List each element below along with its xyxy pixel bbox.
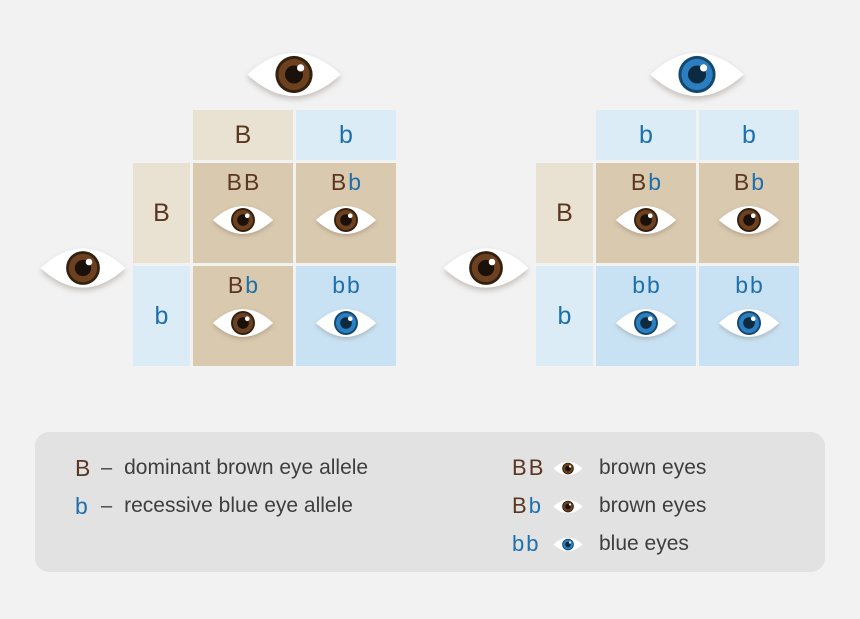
blue-eye-icon — [615, 306, 677, 340]
allele-letter: b — [751, 169, 765, 195]
legend-genotype-item: Bb brown eyes — [511, 492, 706, 520]
legend-allele-item: b – recessive blue eye allele — [75, 492, 368, 520]
allele-letter: b — [742, 120, 756, 149]
legend-allele-item: B – dominant brown eye allele — [75, 454, 368, 482]
brown-eye-icon — [442, 244, 530, 292]
punnett-square-right: b b B Bb Bb b bb bb — [536, 110, 799, 366]
punnett-cell: Bb — [699, 163, 799, 263]
allele-letter: B — [512, 493, 527, 518]
row-header: b — [536, 266, 593, 366]
legend-allele-list: B – dominant brown eye allele b – recess… — [75, 454, 368, 520]
genotype-label: bb — [331, 272, 361, 298]
col-header: b — [296, 110, 396, 160]
blue-eye-icon — [649, 48, 745, 101]
col-header: b — [596, 110, 696, 160]
row-header: B — [536, 163, 593, 263]
allele-letter: b — [632, 272, 645, 298]
allele-letter: B — [630, 169, 647, 195]
genotype-label: bb — [734, 272, 764, 298]
allele-letter: b — [648, 169, 662, 195]
legend-allele-description: dominant brown eye allele — [124, 456, 369, 479]
allele-letter: B — [556, 198, 573, 227]
allele-letter: b — [557, 301, 572, 330]
allele-letter: B — [153, 198, 170, 227]
legend-phenotype: brown eyes — [599, 494, 707, 517]
punnett-cell: Bb — [193, 266, 293, 366]
allele-letter: b — [348, 169, 362, 195]
dash: – — [101, 494, 113, 517]
genotype-label: bb — [631, 272, 661, 298]
punnett-cell: Bb — [596, 163, 696, 263]
allele-letter: B — [234, 120, 252, 149]
row-header: B — [133, 163, 190, 263]
dash: – — [101, 456, 113, 479]
brown-eye-icon — [553, 460, 583, 477]
allele-letter: B — [528, 455, 544, 480]
allele-letter: b — [528, 493, 541, 518]
allele-letter: b — [512, 531, 525, 556]
punnett-cell: bb — [596, 266, 696, 366]
allele-letter: B — [512, 455, 527, 480]
allele-letter: b — [154, 301, 169, 330]
allele-letter: b — [526, 531, 539, 556]
brown-eye-icon — [212, 203, 274, 237]
allele-letter: B — [227, 272, 244, 298]
col-header: b — [699, 110, 799, 160]
brown-eye-icon — [315, 203, 377, 237]
punnett-cell: bb — [296, 266, 396, 366]
allele-letter: b — [245, 272, 259, 298]
brown-eye-icon — [212, 306, 274, 340]
brown-eye-icon — [246, 48, 342, 101]
allele-letter: b — [647, 272, 660, 298]
brown-eye-icon — [615, 203, 677, 237]
brown-eye-icon — [39, 244, 127, 292]
allele-letter: b — [639, 120, 653, 149]
allele-letter: B — [75, 454, 91, 481]
punnett-square-left: B b B BB Bb b Bb bb — [133, 110, 396, 366]
corner-spacer — [536, 110, 593, 160]
allele-letter: b — [339, 120, 353, 149]
allele-letter: B — [330, 169, 347, 195]
punnett-cell: Bb — [296, 163, 396, 263]
legend-phenotype: brown eyes — [599, 456, 707, 479]
blue-eye-icon — [315, 306, 377, 340]
genotype-label: Bb — [511, 493, 551, 519]
allele-letter: b — [750, 272, 763, 298]
legend: B – dominant brown eye allele b – recess… — [35, 432, 825, 572]
allele-letter: b — [735, 272, 748, 298]
genotype-label: Bb — [227, 272, 259, 298]
allele-letter: b — [332, 272, 345, 298]
row-header: b — [133, 266, 190, 366]
brown-eye-icon — [553, 498, 583, 515]
legend-genotype-item: bb blue eyes — [511, 530, 706, 558]
corner-spacer — [133, 110, 190, 160]
legend-phenotype: blue eyes — [599, 532, 689, 555]
allele-letter: b — [347, 272, 360, 298]
allele-letter: B — [226, 169, 242, 195]
genotype-label: BB — [226, 169, 261, 195]
genotype-label: BB — [511, 455, 551, 481]
genotype-label: Bb — [330, 169, 362, 195]
blue-eye-icon — [718, 306, 780, 340]
blue-eye-icon — [553, 536, 583, 553]
brown-eye-icon — [718, 203, 780, 237]
genotype-label: Bb — [630, 169, 662, 195]
genotype-label: Bb — [733, 169, 765, 195]
allele-letter: b — [75, 492, 88, 519]
punnett-cell: bb — [699, 266, 799, 366]
legend-genotype-item: BB brown eyes — [511, 454, 706, 482]
allele-letter: B — [244, 169, 260, 195]
punnett-cell: BB — [193, 163, 293, 263]
legend-genotype-list: BB brown eyes Bb brown eyes bb blue eyes — [511, 454, 706, 558]
col-header: B — [193, 110, 293, 160]
genotype-label: bb — [511, 531, 551, 557]
legend-allele-description: recessive blue eye allele — [124, 494, 353, 517]
allele-letter: B — [733, 169, 750, 195]
